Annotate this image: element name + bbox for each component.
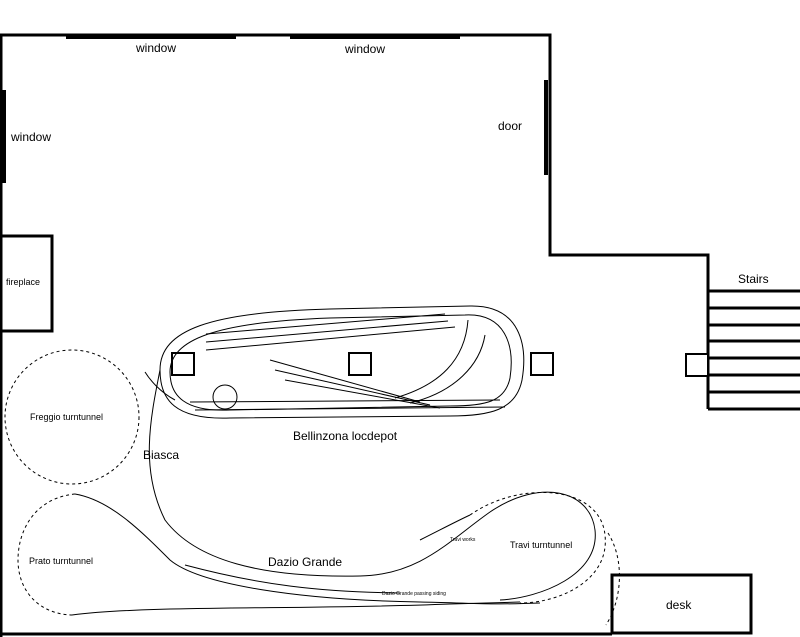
stairs-label: Stairs	[738, 272, 769, 286]
outer-wall	[0, 33, 710, 637]
pillar	[530, 352, 554, 376]
desk-label: desk	[666, 598, 692, 612]
main-line	[71, 369, 596, 616]
desk-tunnel-edge	[605, 532, 620, 626]
fireplace-label: fireplace	[6, 277, 40, 287]
travi-turntunnel-label: Travi turntunnel	[510, 540, 572, 550]
biasca-label: Biasca	[143, 448, 179, 462]
freggio-turntunnel-label: Freggio turntunnel	[30, 412, 103, 422]
prato-turntunnel-label: Prato turntunnel	[29, 556, 93, 566]
travi-turntunnel	[469, 491, 606, 604]
room-walls	[0, 33, 710, 637]
freggio-turntunnel	[4, 349, 140, 485]
stairs	[685, 289, 800, 411]
fireplace-box	[1, 234, 54, 333]
bellinzona-label: Bellinzona locdepot	[293, 429, 398, 443]
travi-works-label: Travi works	[450, 537, 476, 543]
turntable	[212, 384, 238, 410]
pillar	[348, 352, 372, 376]
window-top-left-label: window	[135, 41, 176, 55]
bellinzona-loop-tracks	[159, 305, 525, 419]
desk-box	[610, 573, 753, 635]
pillar	[171, 352, 195, 376]
window-left-label: window	[10, 130, 51, 144]
dazio-passing-siding-label: Dazio Grande passing siding	[382, 591, 446, 597]
dazio-grande-label: Dazio Grande	[268, 555, 342, 569]
door-label: door	[498, 119, 522, 133]
prato-turntunnel	[17, 493, 76, 616]
window-top-right-label: window	[344, 42, 385, 56]
